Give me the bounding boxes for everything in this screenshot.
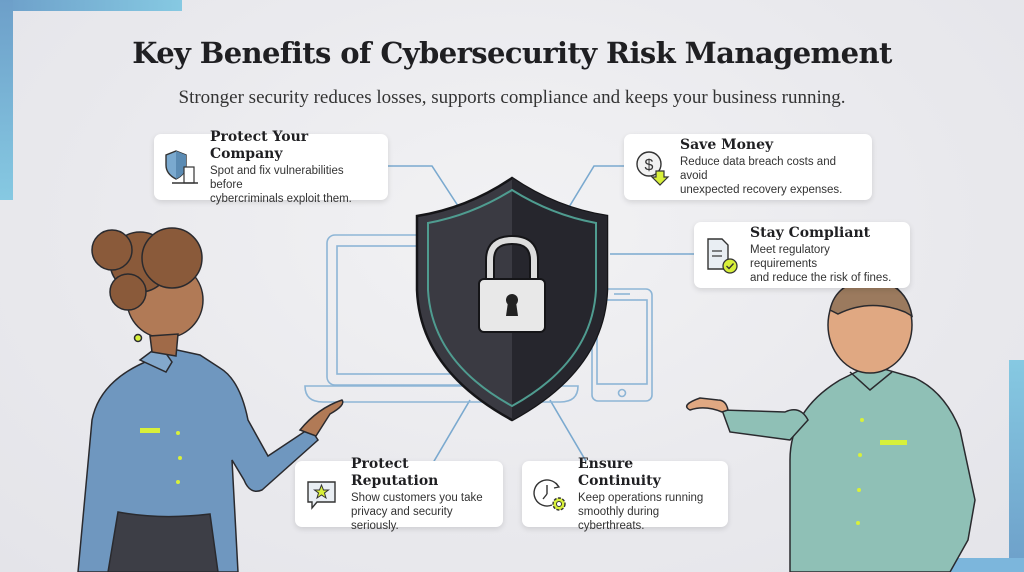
benefit-desc: Show customers you take: [351, 491, 483, 504]
benefit-card-stay-compliant: Stay Compliant Meet regulatory requireme…: [694, 222, 910, 288]
benefit-desc: Keep operations running: [578, 491, 704, 504]
benefit-desc: privacy and security seriously.: [351, 505, 453, 532]
corner-accent-right: [1009, 360, 1024, 572]
document-check-icon: [707, 238, 738, 274]
benefit-title: Protect Reputation: [351, 455, 439, 489]
dollar-down-arrow-icon: $: [636, 151, 670, 186]
benefit-card-protect-company: Protect Your Company Spot and fix vulner…: [154, 129, 388, 205]
chat-star-icon: [307, 481, 336, 510]
benefit-desc: cybercriminals exploit them.: [210, 192, 352, 205]
page-subtitle: Stronger security reduces losses, suppor…: [178, 87, 846, 108]
connector-lines: [388, 165, 694, 469]
benefit-card-save-money: $ Save Money Reduce data breach costs an…: [624, 134, 872, 200]
benefit-desc: Meet regulatory requirements: [750, 244, 830, 270]
benefit-title: Save Money: [680, 137, 774, 153]
benefit-desc: smoothly during cyberthreats.: [578, 505, 660, 532]
svg-text:$: $: [645, 157, 654, 174]
corner-accent-left: [0, 0, 13, 200]
benefit-card-protect-reputation: Protect Reputation Show customers you ta…: [295, 456, 503, 532]
benefit-title: Protect Your Company: [210, 128, 309, 162]
shield-lock-icon: [415, 176, 609, 422]
woman-presenter: [77, 227, 344, 572]
corner-accent-top: [0, 0, 182, 11]
benefit-desc: Reduce data breach costs and avoid: [680, 156, 836, 182]
benefit-title: Ensure Continuity: [578, 455, 661, 489]
shield-building-icon: [165, 150, 198, 184]
benefit-card-ensure-continuity: Ensure Continuity Keep operations runnin…: [522, 456, 728, 532]
corner-accent-bottom: [950, 558, 1024, 572]
page-title: Key Benefits of Cybersecurity Risk Manag…: [132, 36, 892, 70]
benefit-title: Stay Compliant: [750, 225, 871, 241]
man-presenter: [685, 276, 976, 572]
clock-gear-icon: [533, 479, 566, 511]
benefit-desc: unexpected recovery expenses.: [680, 184, 843, 196]
benefit-desc: Spot and fix vulnerabilities before: [210, 164, 344, 191]
benefit-desc: and reduce the risk of fines.: [750, 272, 892, 284]
